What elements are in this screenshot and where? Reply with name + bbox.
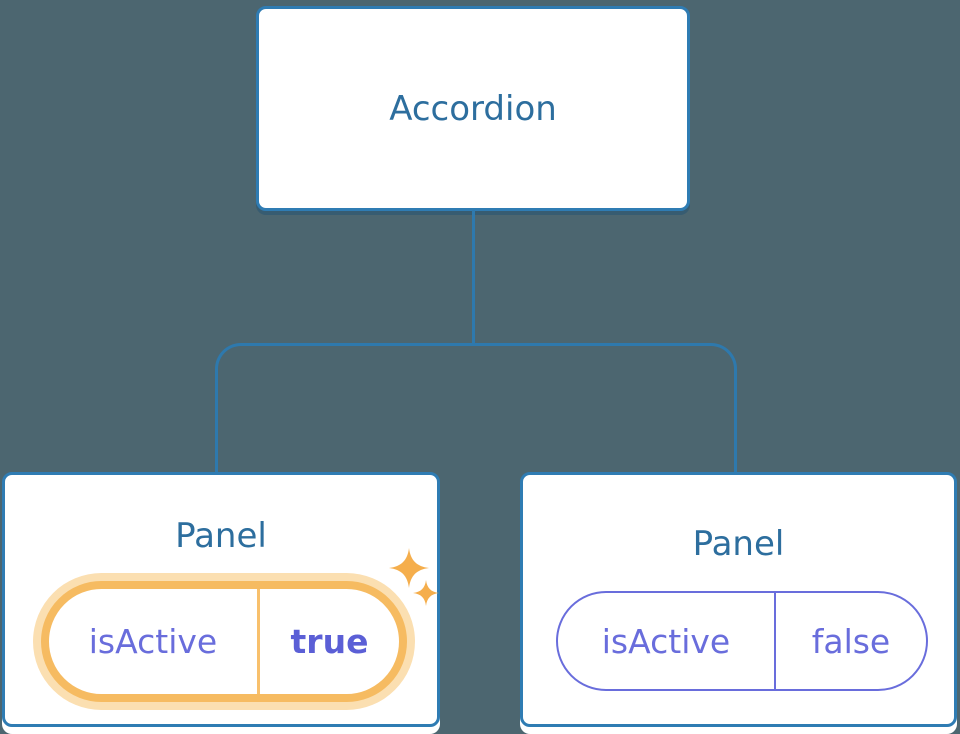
sparkle-icon: [389, 548, 429, 588]
sparkle-icon: [413, 580, 439, 606]
panel-node-inactive: Panel isActive false: [520, 472, 957, 727]
panel-title: Panel: [692, 524, 785, 564]
state-name-label: isActive: [601, 621, 731, 661]
panel-title: Panel: [175, 516, 267, 556]
state-name-label: isActive: [88, 622, 218, 661]
accordion-node: Accordion: [256, 6, 690, 211]
connector-branch: [215, 343, 737, 472]
pill-divider: [774, 593, 776, 689]
connector-stem: [472, 210, 475, 345]
state-pill-active: isActive true: [41, 581, 407, 702]
state-value-label: true: [290, 622, 369, 661]
pill-divider: [257, 589, 260, 694]
accordion-node-label: Accordion: [389, 88, 557, 129]
panel-node-active: Panel isActive true: [2, 472, 440, 727]
state-value-label: false: [811, 621, 891, 661]
state-pill-inactive: isActive false: [556, 591, 928, 691]
